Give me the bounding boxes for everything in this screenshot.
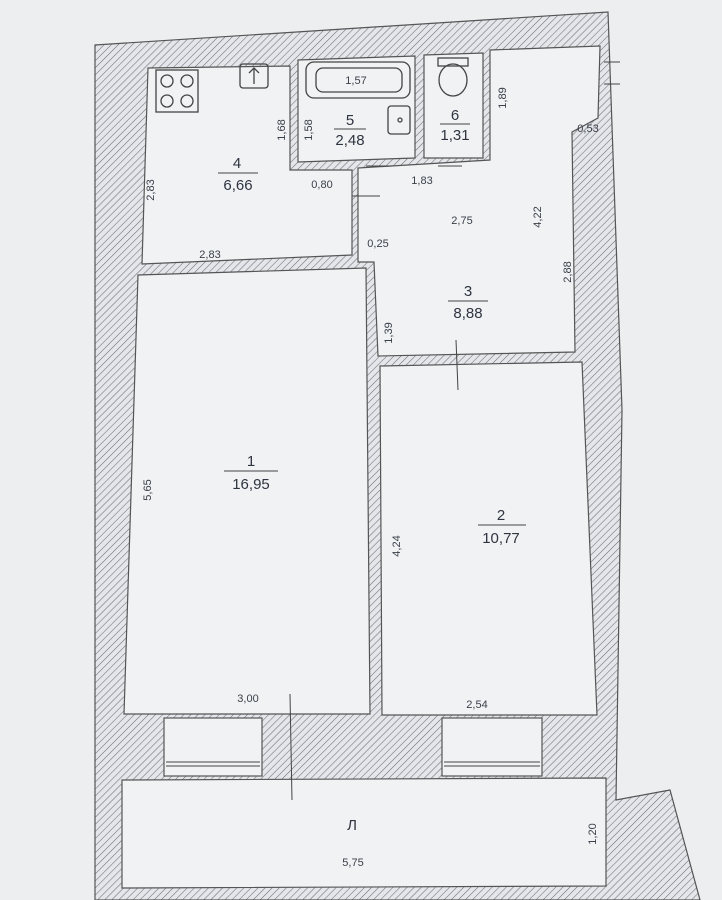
room-2-bedroom [379, 361, 598, 716]
room-5-number: 5 [346, 112, 354, 129]
room-3-hall [357, 45, 601, 357]
room-4-number: 4 [233, 155, 241, 172]
dim-corridor-height: 1,39 [383, 322, 395, 343]
dim-hall-top-width: 1,83 [411, 175, 432, 187]
room-1-area: 16,95 [232, 476, 270, 493]
rooms [121, 45, 607, 889]
dim-wc-height: 1,89 [497, 87, 509, 108]
dim-hall-width: 2,75 [451, 215, 472, 227]
room-6-area: 1,31 [440, 127, 469, 144]
dim-balcony-width: 5,75 [342, 857, 363, 869]
toilet-icon [437, 57, 469, 97]
room-2-area: 10,77 [482, 530, 520, 547]
sink-icon [239, 63, 269, 89]
dimension-labels: 1,57 1,68 1,58 1,89 0,53 2,83 0,80 1,83 … [142, 75, 599, 869]
dim-hall-height-lower: 2,88 [562, 261, 574, 282]
dim-wall-stub: 0,53 [577, 123, 598, 135]
balcony [121, 777, 607, 889]
room-labels: 4 6,66 5 2,48 6 1,31 3 8,88 1 16,95 2 10… [218, 107, 526, 834]
room-5-area: 2,48 [335, 132, 364, 149]
dim-bath-wall-inner: 1,58 [303, 119, 315, 140]
dim-tub-length: 1,57 [345, 75, 366, 87]
dim-room1-height: 5,65 [142, 479, 154, 500]
bathtub-icon [305, 61, 411, 99]
room-1-living [123, 267, 371, 715]
dim-room2-width: 2,54 [466, 699, 487, 711]
balcony-label: Л [347, 817, 357, 834]
stove-icon [155, 69, 199, 113]
dim-kitchen-width: 2,83 [199, 249, 220, 261]
dim-balcony-height: 1,20 [587, 823, 599, 844]
dim-hall-height-right: 4,22 [532, 206, 544, 227]
dim-room2-height: 4,24 [391, 535, 403, 556]
dim-room1-width: 3,00 [237, 693, 258, 705]
window-opening-left [163, 717, 263, 777]
washbasin-icon [387, 105, 411, 135]
room-2-number: 2 [497, 507, 505, 524]
dim-kitchen-height: 2,83 [145, 179, 157, 200]
room-6-number: 6 [451, 107, 459, 124]
room-3-number: 3 [464, 283, 472, 300]
room-5-bathroom [297, 55, 416, 163]
room-1-number: 1 [247, 453, 255, 470]
room-4-kitchen [141, 65, 353, 265]
dim-step: 0,25 [367, 238, 388, 250]
window-lines [166, 61, 620, 801]
room-4-area: 6,66 [223, 177, 252, 194]
dim-bath-wall-left: 1,68 [276, 119, 288, 140]
window-opening-right [441, 717, 543, 777]
dim-door-gap: 0,80 [311, 179, 332, 191]
room-3-area: 8,88 [453, 305, 482, 322]
